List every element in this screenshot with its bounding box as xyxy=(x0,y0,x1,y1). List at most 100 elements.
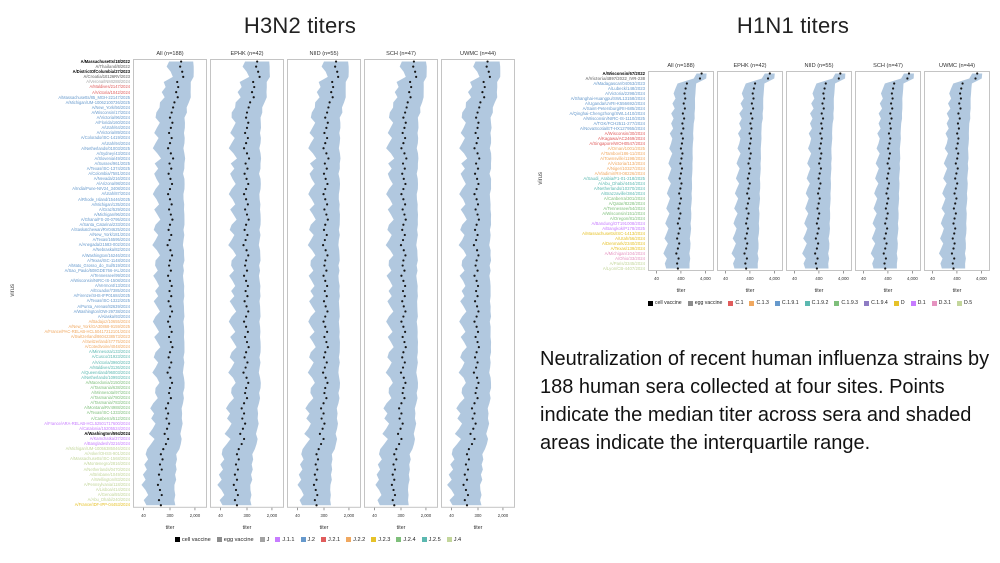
strain-label: A/France/IDF-IPP-04453/2024 xyxy=(74,502,130,508)
strain-label: A/Wisconsin/NIRC-IS-1508/2024 xyxy=(70,278,130,284)
legend-item: D xyxy=(893,300,905,306)
iqr-ribbon xyxy=(802,73,846,269)
legend-swatch xyxy=(864,300,870,306)
iqr-ribbon xyxy=(870,73,914,269)
panel-header: EPHK (n=42) xyxy=(230,51,264,57)
legend-item: egg vaccine xyxy=(216,537,254,543)
strain-label: A/Cusco/21923/2024 xyxy=(91,354,130,360)
strain-label: A/Brazzaville/384/2024 xyxy=(601,191,645,196)
strain-label: A/Rhode_Island/15446/2025 xyxy=(78,196,130,202)
strain-label: A/Wisconsin/67/2022 xyxy=(602,71,645,76)
strain-label: A/Utah/56/2024 xyxy=(615,236,645,241)
strain-label: A/Washington/OW-29738/2024 xyxy=(73,308,130,314)
strain-label: A/Madagascar/04053/2023 xyxy=(593,81,645,86)
strain-label: A/Netherlands/0470/2024 xyxy=(83,466,130,472)
strain-label: A/Netherlands/10993/2024 xyxy=(81,374,130,380)
x-tick-label: 40 xyxy=(792,276,797,281)
panel-header: UWMC (n=44) xyxy=(460,51,496,57)
strain-label: A/Tasmania/780/2024 xyxy=(90,395,130,401)
strain-label: A/Qatar/8228/2024 xyxy=(608,201,645,206)
legend-label: J.2.1 xyxy=(328,536,341,543)
strain-label: A/Niger/10327/2024 xyxy=(606,166,645,171)
legend-item: J.2.5 xyxy=(421,537,441,543)
x-tick-label: 4,000 xyxy=(907,276,919,281)
strain-label: A/Bandung/OT191008/2024 xyxy=(591,221,645,226)
strain-label: A/Thailand/8/2022 xyxy=(95,64,130,70)
legend-swatch xyxy=(910,300,916,306)
strain-label: A/Firenze/SHS-IFP01684/2025 xyxy=(73,293,130,299)
strain-label: A/TGK/FCH2511-277/2024 xyxy=(593,121,645,126)
x-axis-title: titer xyxy=(676,288,686,294)
strain-label: A/Pennsylvania/118/2024 xyxy=(83,481,130,487)
strain-label: A/Victoria/96/2024 xyxy=(96,115,130,121)
strain-label: A/Victoria/89/2024 xyxy=(96,130,130,136)
x-tick-label: 4,000 xyxy=(838,276,850,281)
x-tick-label: 40 xyxy=(372,513,377,518)
strain-label: A/Anegada/21583-002/2024 xyxy=(78,242,130,248)
strain-label: A/Massachusetts/18/2022 xyxy=(80,59,130,64)
x-tick-label: 2,000 xyxy=(190,513,201,518)
legend-swatch xyxy=(216,537,222,543)
strain-label: A/Asker/OHSS-901/2024 xyxy=(84,451,130,457)
legend-swatch xyxy=(687,300,693,306)
x-tick-label: 2,000 xyxy=(267,513,278,518)
strain-label: A/Tasmania/783/2024 xyxy=(90,400,130,406)
strain-label: A/Paris/3345/2024 xyxy=(609,261,645,266)
strain-label: A/Abu_Dhabi/4454/2024 xyxy=(598,181,645,186)
strain-label: A/Graz/529/2024 xyxy=(99,206,130,212)
strain-label: A/Saudi_Arabia/F1-01-218/2025 xyxy=(583,176,645,181)
strain-label: A/Victoria/3960/2023 xyxy=(92,359,130,365)
legend-swatch xyxy=(931,300,937,306)
x-tick-label: 300 xyxy=(475,513,483,518)
strain-label: A/Vermont/13/2024 xyxy=(94,283,130,289)
panel-header: SCH (n=47) xyxy=(873,63,903,69)
x-tick-label: 400 xyxy=(953,276,961,281)
x-tick-label: 40 xyxy=(723,276,728,281)
legend-swatch xyxy=(957,300,963,306)
iqr-ribbon xyxy=(731,73,775,269)
legend-label: J.1.1 xyxy=(282,536,295,543)
strain-label: A/Verona/INMI288/2024 xyxy=(86,79,130,85)
strain-label: A/Vladimir/RII-08226/2024 xyxy=(594,171,645,176)
legend-label: cell vaccine xyxy=(654,300,682,306)
strain-label: A/Colombia/7581/2024 xyxy=(88,171,130,177)
strain-label: A/Tasmania/638/2024 xyxy=(90,385,130,390)
strain-label: A/Santa_Catarina/233/2024 xyxy=(79,222,130,227)
legend-label: J.2.4 xyxy=(403,536,416,543)
strain-label: A/Slovenia/49/2024 xyxy=(94,155,130,161)
iqr-ribbon xyxy=(297,61,349,506)
strain-label: A/Arizona/98/2024 xyxy=(96,181,130,187)
x-tick-label: 40 xyxy=(861,276,866,281)
legend-label: egg vaccine xyxy=(694,300,723,306)
strain-label: A/Macedonia/2150/2024 xyxy=(85,379,130,385)
strain-label: A/Bangladesh/3216/2024 xyxy=(84,441,130,447)
y-axis-title: virus xyxy=(538,171,544,185)
x-tick-label: 400 xyxy=(815,276,823,281)
strain-label: A/Mato_Grosso_do_Sul/519/2024 xyxy=(68,262,130,268)
x-tick-label: 2,000 xyxy=(344,513,355,518)
legend-swatch xyxy=(259,537,265,543)
x-tick-label: 40 xyxy=(218,513,223,518)
strain-label: A/Massachusetts/ISC-1568/2024 xyxy=(70,456,130,462)
strain-label: A/Sydney/43/2024 xyxy=(96,150,130,156)
strain-label: A/Washington/16246/2024 xyxy=(81,252,130,258)
legend-label: J.2 xyxy=(307,536,315,543)
legend-label: J.4 xyxy=(453,536,462,543)
strain-label: A/Massachusetts/ISC-1413/2024 xyxy=(582,231,645,236)
x-tick-label: 4,000 xyxy=(769,276,781,281)
legend-label: C.1.9.3 xyxy=(841,300,859,306)
strain-label: A/Uganda/UVRI-K556692/2024 xyxy=(585,101,645,106)
strain-label: A/Ohio/33/2024 xyxy=(615,256,645,261)
x-tick-label: 400 xyxy=(884,276,892,281)
panel-header: UWMC (n=44) xyxy=(939,63,975,69)
strain-label: A/Sao_Paulo/508GDE766-IAL/2024 xyxy=(64,267,130,273)
legend-item: D.5 xyxy=(957,300,972,306)
strain-label: A/Bangkok/P178/2025 xyxy=(602,226,645,231)
